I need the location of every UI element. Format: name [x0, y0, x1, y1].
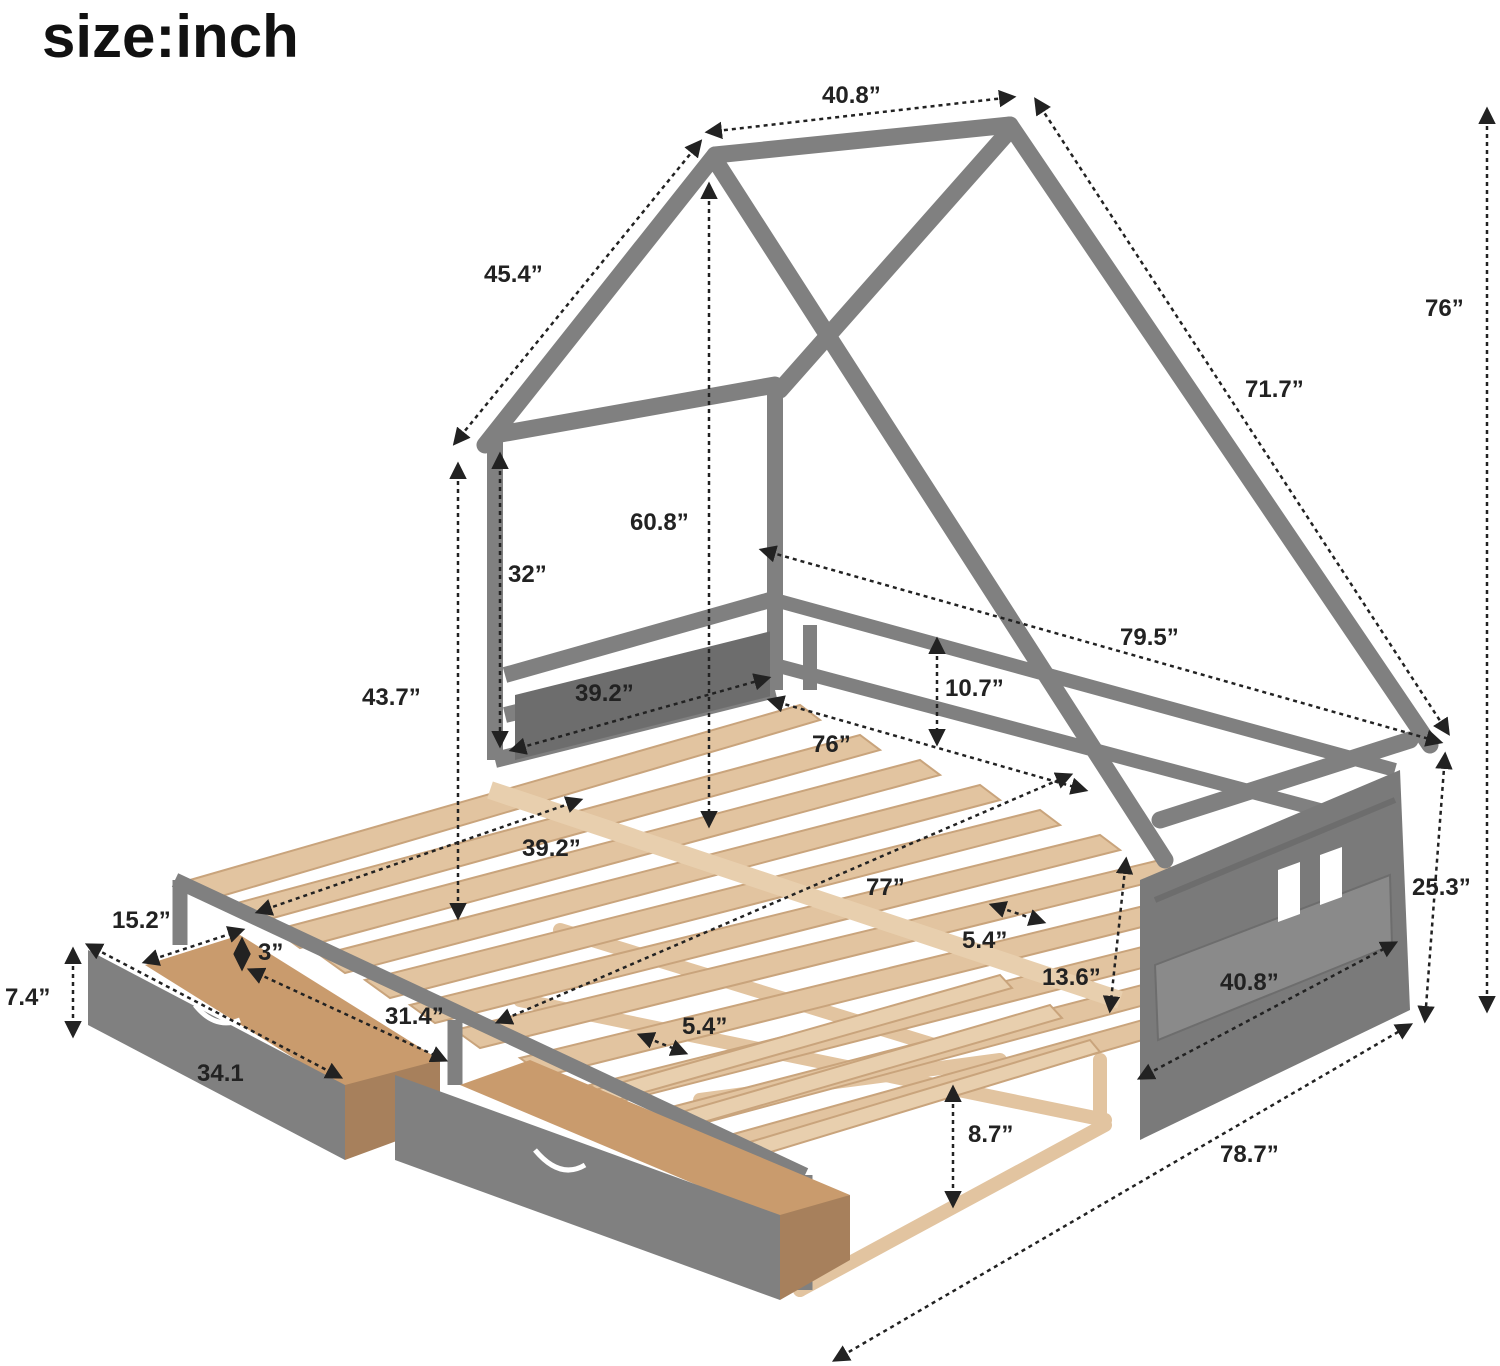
label-roof-slope-left: 45.4”: [484, 261, 543, 288]
page-title: size:inch: [42, 3, 299, 70]
label-rail-gap: 13.6”: [1042, 964, 1101, 991]
drawer-left: [88, 935, 440, 1160]
label-trundle-length: 77”: [866, 874, 905, 901]
label-side-height: 43.7”: [362, 684, 421, 711]
label-foot-width: 40.8”: [1220, 969, 1279, 996]
label-drawer-height: 7.4”: [5, 984, 50, 1011]
label-foot-height: 25.3”: [1412, 874, 1471, 901]
label-drawer-width: 34.1: [197, 1060, 244, 1087]
label-slat-gap-left: 5.4”: [682, 1013, 727, 1040]
footboard: [1140, 770, 1410, 1140]
label-rail-height: 10.7”: [945, 675, 1004, 702]
label-slat-gap-right: 5.4”: [962, 927, 1007, 954]
dim-roof-slope-right: [1034, 97, 1450, 736]
dim-slat-gap-left: [636, 1032, 689, 1056]
dim-roof-slope-left: [452, 139, 703, 446]
dim-top-length: [758, 545, 1444, 747]
label-drawer-depth: 15.2”: [112, 907, 171, 934]
dim-rail-gap: [1102, 856, 1134, 1014]
label-inner-height: 60.8”: [630, 509, 689, 536]
label-drawer-length: 31.4”: [385, 1003, 444, 1030]
label-roof-width: 40.8”: [822, 82, 881, 109]
label-drawer-inner-height: 3”: [258, 939, 283, 966]
label-top-length: 79.5”: [1120, 624, 1179, 651]
dim-overall-length: [831, 1023, 1414, 1362]
dim-trundle-width: [254, 796, 584, 916]
label-overall-height: 76”: [1425, 295, 1464, 322]
label-post-height: 32”: [508, 561, 547, 588]
bed-illustration: [88, 116, 1439, 1300]
label-trundle-clearance: 8.7”: [968, 1121, 1013, 1148]
dimension-labels: 40.8” 45.4” 76” 71.7” 60.8” 32” 79.5” 43…: [5, 82, 1471, 1168]
dimension-lines: [64, 89, 1496, 1362]
dim-roof-width: [704, 89, 1017, 140]
label-roof-slope-right: 71.7”: [1245, 376, 1304, 403]
label-overall-length: 78.7”: [1220, 1141, 1279, 1168]
dim-slat-gap-right: [988, 901, 1047, 926]
label-head-width: 39.2”: [575, 680, 634, 707]
label-trundle-width: 39.2”: [522, 835, 581, 862]
label-slat-length: 76”: [812, 731, 851, 758]
roof-frame: [476, 116, 1439, 869]
drawer-right: [395, 1060, 850, 1300]
